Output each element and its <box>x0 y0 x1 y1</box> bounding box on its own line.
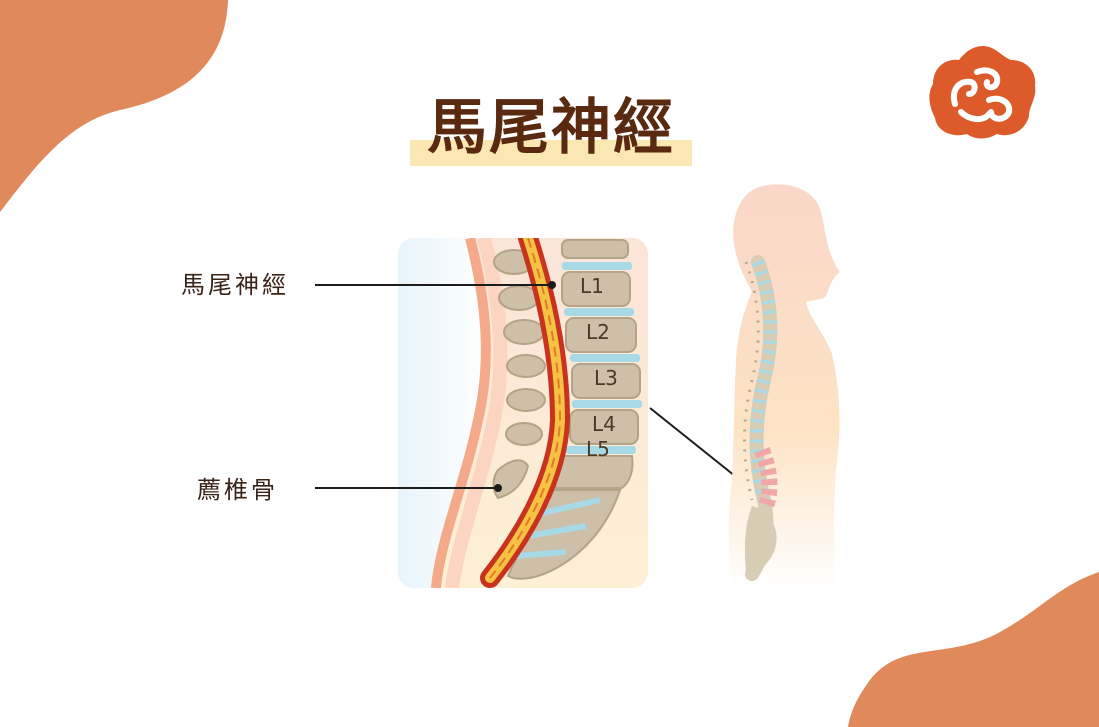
brand-logo-icon <box>929 46 1036 139</box>
vertebra-l3 <box>571 363 641 399</box>
disc <box>570 354 640 362</box>
vertebral-bodies <box>506 239 642 580</box>
vertebra-label: L5 <box>586 437 610 461</box>
vertebra-l4 <box>569 409 639 445</box>
body-silhouette <box>728 184 840 590</box>
vertebra-label: L3 <box>594 366 618 390</box>
vertebra-l2 <box>565 317 637 353</box>
vertebra-l1 <box>561 271 631 307</box>
tissue-layer <box>445 238 508 588</box>
title-highlight <box>410 140 692 166</box>
vertebra-label: L1 <box>580 274 604 298</box>
page-title-block: 馬尾神經 <box>410 88 692 168</box>
nerve-fibers <box>489 238 562 579</box>
pelvis-sacrum <box>744 506 777 574</box>
disc <box>564 308 634 316</box>
sacral-fusion-lines <box>515 497 601 559</box>
disc <box>572 400 642 408</box>
full-spine <box>743 255 778 581</box>
leader-dot <box>548 281 556 289</box>
lumbar-highlight <box>754 447 778 509</box>
vertebra-label: L4 <box>592 412 616 436</box>
outside-body-area <box>398 238 486 588</box>
disc <box>566 446 636 454</box>
skin-edge <box>431 238 491 588</box>
label-cauda-equina: 馬尾神經 <box>181 271 289 299</box>
leader-dot <box>494 484 502 492</box>
vertebra-label: L2 <box>586 320 610 344</box>
page-title: 馬尾神經 <box>427 93 675 163</box>
label-sacrum: 薦椎骨 <box>197 476 278 504</box>
